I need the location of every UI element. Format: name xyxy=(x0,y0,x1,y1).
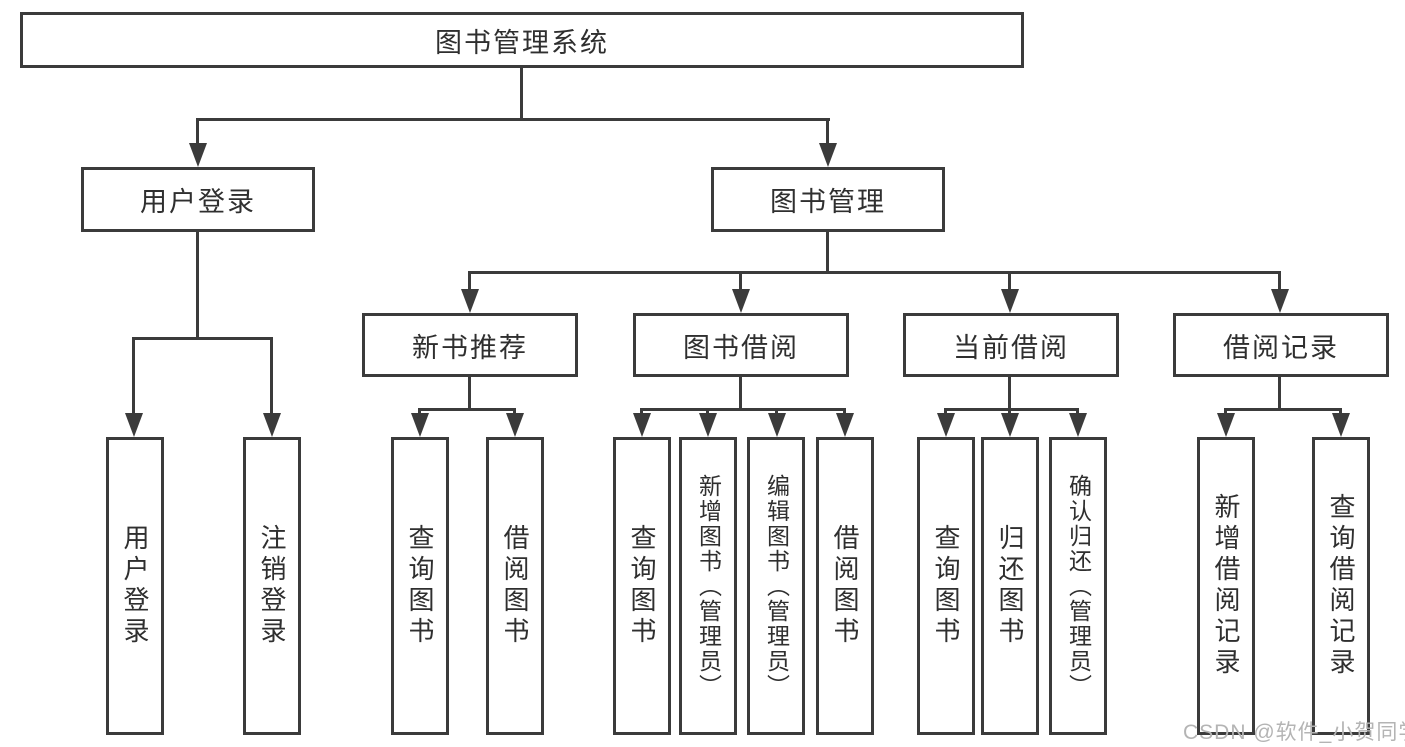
leaf-confirm-return-admin-label: 确认归还（管理员） xyxy=(1065,473,1092,699)
connector-line xyxy=(468,271,471,293)
leaf-query-books-2-label: 查询图书 xyxy=(627,524,657,648)
leaf-user-login-label: 用户登录 xyxy=(120,524,150,648)
connector-line xyxy=(468,377,471,410)
node-current-borrow: 当前借阅 xyxy=(903,313,1119,377)
arrow-down-icon xyxy=(937,413,955,437)
watermark: CSDN @软件_小贺同学 xyxy=(1183,721,1405,744)
leaf-add-borrow-record-label: 新增借阅记录 xyxy=(1211,493,1241,679)
leaf-add-book-admin-label: 新增图书（管理员） xyxy=(695,473,722,699)
node-root-label: 图书管理系统 xyxy=(435,27,609,58)
leaf-confirm-return-admin: 确认归还（管理员） xyxy=(1049,437,1107,735)
arrow-down-icon xyxy=(633,413,651,437)
arrow-down-icon xyxy=(1332,413,1350,437)
node-borrow-records: 借阅记录 xyxy=(1173,313,1389,377)
connector-line xyxy=(826,232,829,273)
arrow-down-icon xyxy=(732,289,750,313)
leaf-logout-label: 注销登录 xyxy=(257,524,287,648)
connector-line xyxy=(739,377,742,410)
leaf-return-books: 归还图书 xyxy=(981,437,1039,735)
connector-line xyxy=(1224,408,1342,411)
leaf-query-borrow-record-label: 查询借阅记录 xyxy=(1326,493,1356,679)
node-new-book-recommend-label: 新书推荐 xyxy=(412,332,528,363)
node-user-login: 用户登录 xyxy=(81,167,315,232)
leaf-borrow-books-1-label: 借阅图书 xyxy=(500,524,530,648)
arrow-down-icon xyxy=(1001,413,1019,437)
node-root: 图书管理系统 xyxy=(20,12,1024,68)
arrow-down-icon xyxy=(768,413,786,437)
leaf-return-books-label: 归还图书 xyxy=(995,524,1025,648)
connector-line xyxy=(196,118,830,121)
node-book-borrow-label: 图书借阅 xyxy=(683,332,799,363)
connector-line xyxy=(418,408,516,411)
leaf-query-books-3-label: 查询图书 xyxy=(931,524,961,648)
connector-line xyxy=(196,118,199,148)
arrow-down-icon xyxy=(461,289,479,313)
leaf-user-login: 用户登录 xyxy=(106,437,164,735)
leaf-add-borrow-record: 新增借阅记录 xyxy=(1197,437,1255,735)
leaf-query-books-2: 查询图书 xyxy=(613,437,671,735)
leaf-borrow-books-2: 借阅图书 xyxy=(816,437,874,735)
node-book-borrow: 图书借阅 xyxy=(633,313,849,377)
leaf-logout: 注销登录 xyxy=(243,437,301,735)
arrow-down-icon xyxy=(1217,413,1235,437)
node-book-management: 图书管理 xyxy=(711,167,945,232)
leaf-add-book-admin: 新增图书（管理员） xyxy=(679,437,737,735)
leaf-borrow-books-1: 借阅图书 xyxy=(486,437,544,735)
leaf-edit-book-admin: 编辑图书（管理员） xyxy=(747,437,805,735)
connector-line xyxy=(270,337,273,417)
connector-line xyxy=(1008,377,1011,410)
connector-line xyxy=(1278,377,1281,410)
leaf-query-books-1: 查询图书 xyxy=(391,437,449,735)
arrow-down-icon xyxy=(189,143,207,167)
connector-line xyxy=(640,408,846,411)
arrow-down-icon xyxy=(506,413,524,437)
node-book-management-label: 图书管理 xyxy=(770,187,886,217)
arrow-down-icon xyxy=(125,413,143,437)
arrow-down-icon xyxy=(819,143,837,167)
connector-line xyxy=(826,118,829,148)
connector-line xyxy=(1278,271,1281,293)
connector-line xyxy=(1008,271,1011,293)
arrow-down-icon xyxy=(1069,413,1087,437)
connector-line xyxy=(468,271,1281,274)
connector-line xyxy=(520,68,523,120)
connector-line xyxy=(944,408,1079,411)
node-current-borrow-label: 当前借阅 xyxy=(953,332,1069,363)
connector-line xyxy=(132,337,273,340)
connector-line xyxy=(132,337,135,417)
arrow-down-icon xyxy=(263,413,281,437)
leaf-query-borrow-record: 查询借阅记录 xyxy=(1312,437,1370,735)
arrow-down-icon xyxy=(1001,289,1019,313)
leaf-query-books-1-label: 查询图书 xyxy=(405,524,435,648)
node-user-login-label: 用户登录 xyxy=(140,187,256,217)
connector-line xyxy=(196,232,199,339)
node-borrow-records-label: 借阅记录 xyxy=(1223,332,1339,363)
connector-line xyxy=(739,271,742,293)
leaf-edit-book-admin-label: 编辑图书（管理员） xyxy=(763,473,790,699)
arrow-down-icon xyxy=(699,413,717,437)
arrow-down-icon xyxy=(836,413,854,437)
node-new-book-recommend: 新书推荐 xyxy=(362,313,578,377)
arrow-down-icon xyxy=(1271,289,1289,313)
arrow-down-icon xyxy=(411,413,429,437)
leaf-borrow-books-2-label: 借阅图书 xyxy=(830,524,860,648)
leaf-query-books-3: 查询图书 xyxy=(917,437,975,735)
